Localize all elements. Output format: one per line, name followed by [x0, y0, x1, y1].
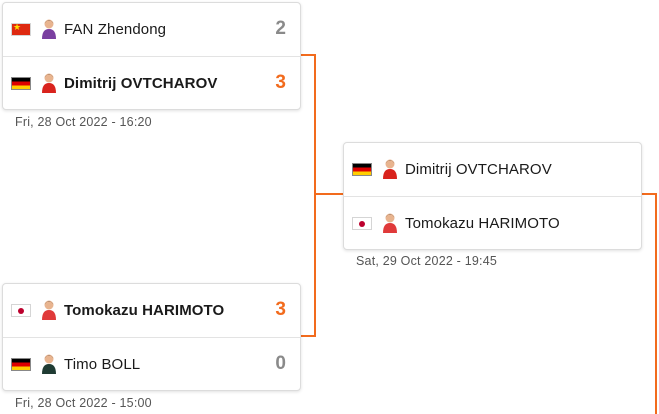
japan-flag-icon [352, 216, 372, 230]
player-name: FAN Zhendong [64, 20, 167, 38]
player-score: 3 [275, 72, 286, 93]
china-flag-icon [11, 21, 31, 36]
germany-flag-icon [11, 357, 31, 371]
player-name: Tomokazu HARIMOTO [405, 214, 560, 232]
player-avatar-icon [42, 354, 56, 374]
germany-flag-icon [11, 76, 31, 90]
player-score: 3 [275, 299, 286, 320]
match-datetime: Fri, 28 Oct 2022 - 15:00 [15, 396, 152, 410]
bracket-connector-top-h [299, 54, 315, 56]
player-avatar-icon [42, 73, 56, 93]
player-row[interactable]: Dimitrij OVTCHAROV [344, 143, 641, 195]
player-name: Tomokazu HARIMOTO [64, 301, 225, 319]
player-score: 2 [275, 18, 286, 39]
player-row[interactable]: Tomokazu HARIMOTO [344, 196, 641, 249]
player-score: 0 [275, 353, 286, 374]
match-datetime: Fri, 28 Oct 2022 - 16:20 [15, 115, 152, 129]
bracket-connector-bottom-h [299, 335, 315, 337]
match-card-semifinal-2[interactable]: Tomokazu HARIMOTO 3 Timo BOLL 0 [2, 283, 301, 391]
player-name: Timo BOLL [64, 355, 141, 373]
germany-flag-icon [352, 162, 372, 176]
match-card-final[interactable]: Dimitrij OVTCHAROV Tomokazu HARIMOTO [343, 142, 642, 250]
bracket-connector-vertical [314, 54, 316, 337]
bracket-connector-right-h [640, 193, 656, 195]
player-row[interactable]: FAN Zhendong 2 [3, 3, 300, 55]
japan-flag-icon [11, 303, 31, 317]
player-name: Dimitrij OVTCHAROV [64, 74, 218, 92]
match-datetime: Sat, 29 Oct 2022 - 19:45 [356, 254, 497, 268]
player-row[interactable]: Dimitrij OVTCHAROV 3 [3, 56, 300, 109]
player-avatar-icon [383, 213, 397, 233]
bracket-connector-right-v [655, 193, 657, 414]
player-avatar-icon [42, 19, 56, 39]
player-name: Dimitrij OVTCHAROV [405, 160, 552, 178]
player-avatar-icon [383, 159, 397, 179]
bracket-connector-mid-h [314, 193, 344, 195]
player-avatar-icon [42, 300, 56, 320]
player-row[interactable]: Tomokazu HARIMOTO 3 [3, 284, 300, 336]
match-card-semifinal-1[interactable]: FAN Zhendong 2 Dimitrij OVTCHAROV 3 [2, 2, 301, 110]
player-row[interactable]: Timo BOLL 0 [3, 337, 300, 390]
